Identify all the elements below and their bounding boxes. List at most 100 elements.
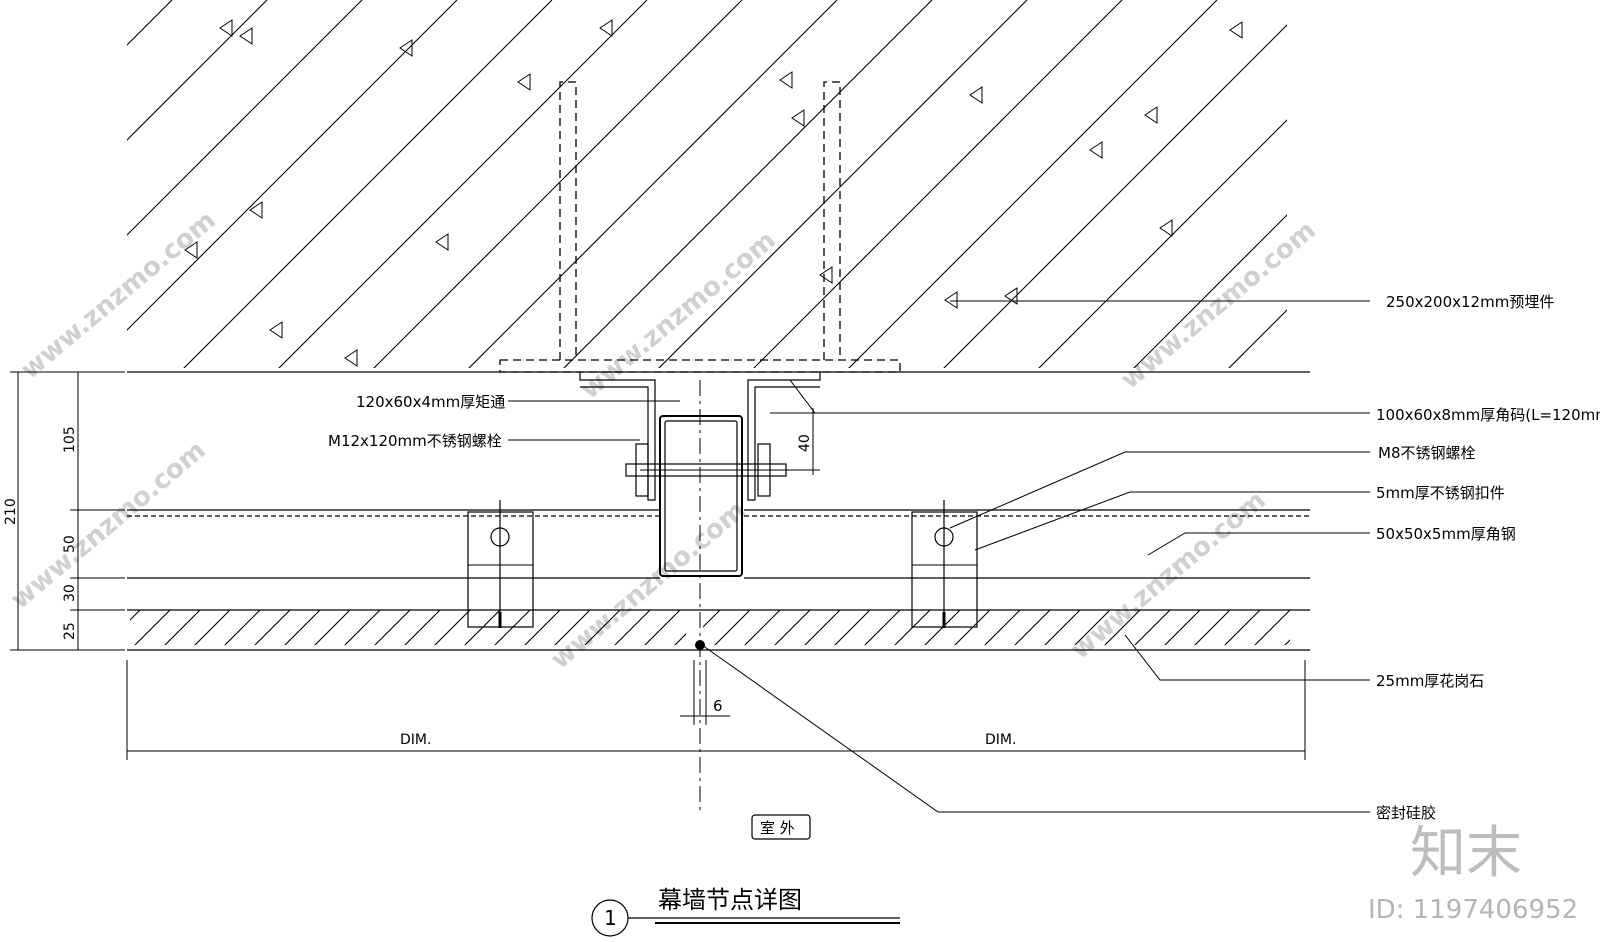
- brand-logo: 知末: [1410, 821, 1522, 886]
- granite-hatch-line: [434, 609, 471, 645]
- concrete-hatch-line: [848, 0, 1218, 368]
- granite-hatch-line: [1074, 609, 1111, 645]
- aggregate-mark: [344, 349, 358, 367]
- granite-hatch-line: [674, 633, 686, 645]
- title-text: 幕墙节点详图: [658, 886, 802, 914]
- granite-hatch-line: [644, 609, 681, 645]
- watermark-text: www.znzmo.com: [5, 435, 211, 615]
- concrete-hatch-line: [1133, 214, 1287, 368]
- aggregate-mark: [791, 109, 805, 127]
- leader-lines: [508, 300, 1370, 813]
- granite-hatch-line: [804, 609, 841, 645]
- granite-hatch-line: [774, 609, 811, 645]
- granite-hatch-line: [1164, 609, 1201, 645]
- granite-hatch-line: [1284, 639, 1290, 645]
- granite-hatch-line: [1134, 609, 1171, 645]
- title-number: 1: [604, 906, 617, 930]
- granite-hatch-line: [164, 609, 201, 645]
- watermark-text: www.znzmo.com: [15, 205, 221, 385]
- concrete-hatch-line: [183, 0, 553, 368]
- label-m12-bolt: M12x120mm不锈钢螺栓: [328, 432, 502, 450]
- angle-clip-left: [579, 372, 656, 501]
- concrete-hatch-line: [1415, 0, 1600, 372]
- label-rect-tube: 120x60x4mm厚矩通: [356, 393, 505, 411]
- granite-hatch-line: [344, 609, 381, 645]
- dim-total: 210: [3, 498, 19, 525]
- concrete-hatch-line: [278, 0, 648, 368]
- granite-hatch-line: [700, 610, 740, 650]
- room-label-box: 室 外: [751, 814, 811, 840]
- granite-hatch-line: [134, 609, 171, 645]
- granite-hatch: [130, 609, 1350, 650]
- granite-hatch-line: [224, 609, 261, 645]
- granite-hatch-line: [1254, 609, 1290, 645]
- aggregate-mark: [184, 241, 198, 259]
- aggregate-mark: [1089, 141, 1103, 159]
- room-label: 室 外: [760, 819, 795, 837]
- label-angle-steel: 50x50x5mm厚角钢: [1376, 525, 1516, 543]
- vertical-dimensions: 210 105 50 30 25: [3, 371, 125, 651]
- granite-hatch-line: [1014, 609, 1051, 645]
- concrete-hatch-line: [373, 0, 743, 368]
- granite-hatch-line: [1104, 609, 1141, 645]
- concrete-hatch-line: [1038, 119, 1287, 368]
- aggregate-mark: [517, 73, 531, 91]
- granite-hatch-line: [954, 609, 991, 645]
- aggregate-mark: [779, 71, 793, 89]
- concrete-hatch-line: [468, 0, 838, 368]
- dim-50: 50: [62, 535, 78, 553]
- granite-hatch-line: [703, 609, 721, 628]
- granite-hatch-line: [314, 609, 351, 645]
- granite-hatch-line: [524, 609, 561, 645]
- dim-105: 105: [62, 426, 78, 453]
- angle-steel-left: [467, 500, 534, 628]
- aggregate-mark: [599, 19, 613, 37]
- embed-plate: [499, 81, 901, 373]
- label-embed-plate: 250x200x12mm预埋件: [1386, 293, 1554, 311]
- aggregate-mark: [1144, 106, 1158, 124]
- concrete-hatch-line: [127, 0, 363, 236]
- granite-hatch-line: [864, 609, 901, 645]
- concrete-hatch-line: [127, 0, 458, 331]
- concrete-hatch-line: [563, 0, 933, 368]
- dim-40-group: 40: [770, 408, 820, 475]
- granite-hatch-line: [614, 609, 651, 645]
- watermark-layer: www.znzmo.com www.znzmo.com www.znzmo.co…: [5, 205, 1321, 675]
- watermark-text: www.znzmo.com: [1065, 485, 1271, 665]
- dim-gap: 6: [713, 697, 723, 715]
- label-angle-clip: 100x60x8mm厚角码(L=120mm): [1376, 406, 1600, 424]
- dim-40: 40: [797, 434, 813, 452]
- granite-hatch-line: [924, 609, 961, 645]
- granite-hatch-line: [554, 609, 591, 645]
- m12-bolt: [625, 443, 790, 497]
- label-clip-5mm: 5mm厚不锈钢扣件: [1376, 484, 1505, 502]
- aggregate-mark: [1229, 21, 1243, 39]
- dim-30: 30: [62, 584, 78, 602]
- granite-hatch-line: [254, 609, 291, 645]
- watermark-text: www.znzmo.com: [1115, 215, 1321, 395]
- aggregate-mark: [219, 19, 233, 37]
- granite-hatch-line: [584, 609, 621, 645]
- aggregate-mark: [239, 27, 253, 45]
- granite-hatch-line: [404, 609, 441, 645]
- layer-lines: [127, 509, 1310, 651]
- watermark-text: www.znzmo.com: [545, 495, 751, 675]
- granite-hatch-line: [1310, 610, 1350, 650]
- label-m8-bolt: M8不锈钢螺栓: [1378, 444, 1476, 462]
- granite-hatch-line: [1044, 609, 1081, 645]
- concrete-hatch-line: [127, 0, 268, 141]
- aggregate-mark: [269, 321, 283, 339]
- rect-tube: [659, 415, 743, 577]
- aggregate-mark: [1004, 287, 1018, 305]
- sealant-bead: [695, 640, 705, 650]
- granite-hatch-line: [984, 609, 1021, 645]
- granite-hatch-line: [714, 609, 751, 645]
- image-id: ID: 1197406952: [1368, 895, 1578, 925]
- aggregate-mark: [435, 233, 449, 251]
- angle-steel-right: [911, 500, 978, 628]
- drawing-title: 1 幕墙节点详图: [591, 886, 900, 937]
- concrete-hatch-line: [1320, 0, 1600, 372]
- dim-right: DIM.: [985, 732, 1016, 748]
- granite-hatch-line: [130, 609, 141, 621]
